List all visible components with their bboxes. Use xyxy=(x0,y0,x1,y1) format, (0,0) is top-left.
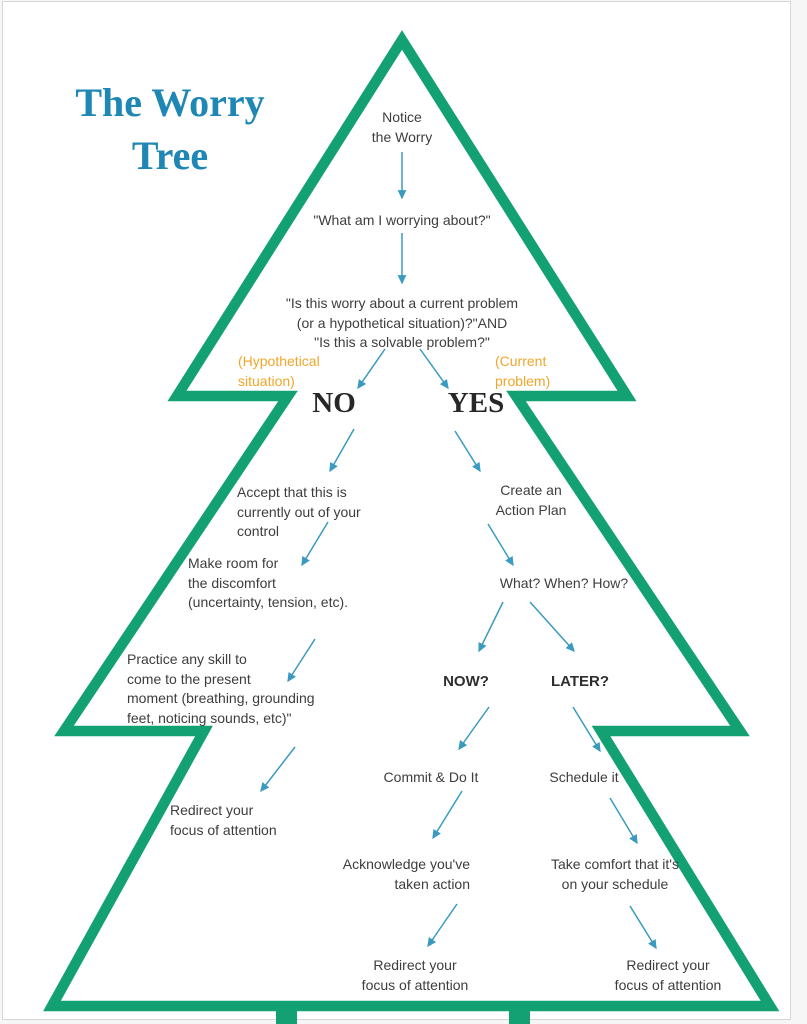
node-commit-do-it: Commit & Do It xyxy=(383,769,479,785)
node-later: LATER? xyxy=(550,673,610,690)
arrow-whatwhenhow-to-now xyxy=(478,601,504,653)
arrow-no-to-accept xyxy=(329,428,355,473)
flow-arrows xyxy=(260,152,657,950)
arrow-accept-to-makeroom xyxy=(301,521,329,567)
arrow-yes-to-plan xyxy=(454,430,481,473)
arrow-plan-to-whatwhenhow xyxy=(487,523,514,567)
node-now: NOW? xyxy=(443,673,489,690)
node-redirect-focus-right: Redirect your focus of attention xyxy=(614,957,722,993)
node-redirect-focus-center: Redirect your focus of attention xyxy=(361,957,469,993)
label-hypothetical-situation: (Hypothetical situation) xyxy=(238,353,320,389)
arrow-practice-to-redirect-left xyxy=(260,746,296,793)
tree-trunk-left xyxy=(276,1006,297,1024)
node-acknowledge-taken-action: Acknowledge you've taken action xyxy=(342,856,470,892)
node-take-comfort-schedule: Take comfort that it's on your schedule xyxy=(551,856,679,892)
node-make-room-discomfort: Make room for the discomfort (uncertaint… xyxy=(188,555,349,610)
node-yes: YES xyxy=(447,387,505,419)
arrow-commit-to-acknowledge xyxy=(432,790,463,840)
label-current-problem: (Current problem) xyxy=(495,353,551,389)
node-redirect-focus-left: Redirect your focus of attention xyxy=(170,802,277,838)
node-practice-present-moment: Practice any skill to come to the presen… xyxy=(127,651,315,726)
node-no: NO xyxy=(312,387,356,419)
arrow-main-to-yes xyxy=(419,348,449,390)
page-title: The Worry Tree xyxy=(75,80,265,178)
node-create-action-plan: Create an Action Plan xyxy=(495,482,567,518)
tree-outline xyxy=(43,30,780,1012)
node-what-am-i-worrying: "What am I worrying about?" xyxy=(313,212,491,228)
node-accept-out-of-control: Accept that this is currently out of you… xyxy=(237,484,361,539)
tree-trunk-right xyxy=(509,1006,530,1024)
node-what-when-how: What? When? How? xyxy=(499,575,629,591)
node-notice-the-worry: Notice the Worry xyxy=(371,109,433,145)
arrow-schedule-to-comfort xyxy=(609,797,638,845)
arrow-now-to-commit xyxy=(458,706,490,751)
node-schedule-it: Schedule it xyxy=(549,769,619,785)
node-main-question: "Is this worry about a current problem (… xyxy=(285,295,519,350)
arrow-comfort-to-redirect-right xyxy=(629,905,657,950)
arrow-acknowledge-to-redirect-center xyxy=(427,903,458,948)
arrow-main-to-no xyxy=(357,348,386,390)
arrow-makeroom-to-practice xyxy=(287,638,316,683)
arrow-later-to-schedule xyxy=(572,706,601,753)
arrow-whatwhenhow-to-later xyxy=(529,601,575,652)
